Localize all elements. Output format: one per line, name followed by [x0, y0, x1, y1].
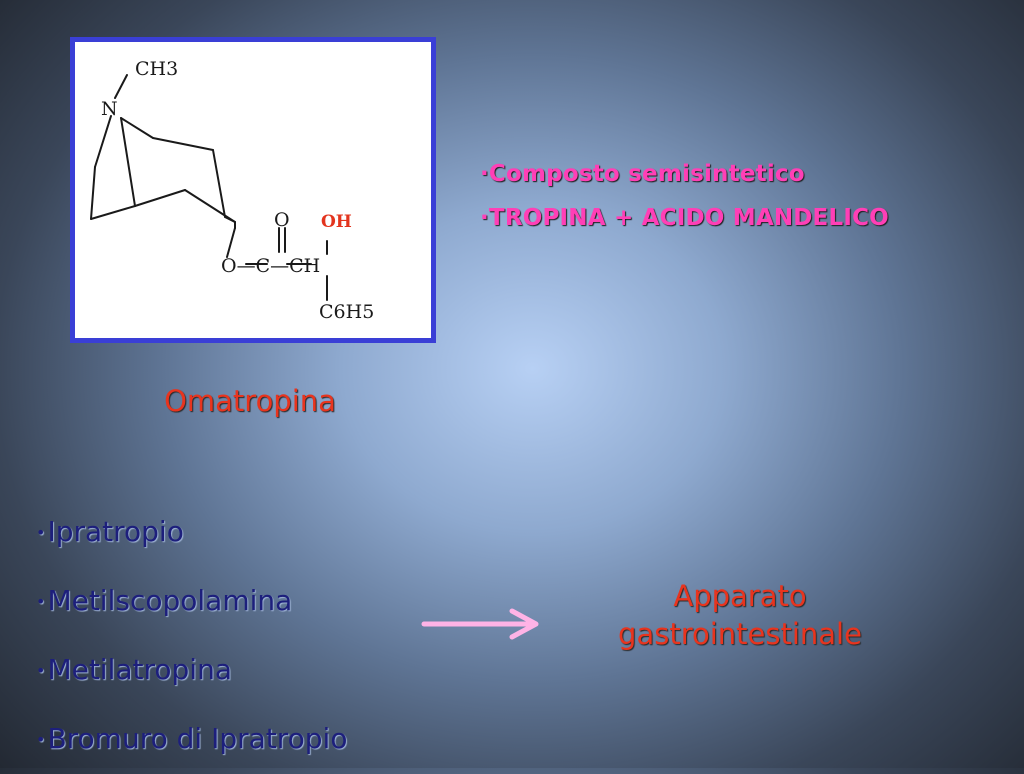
nitrogen-label: N [101, 98, 118, 120]
target-line-2: gastrointestinale [618, 617, 862, 651]
phenyl-label: C6H5 [319, 301, 374, 323]
drug-item: Bromuro di Ipratropio [36, 705, 347, 774]
drug-item: Ipratropio [36, 498, 347, 567]
carbonyl-oxygen-label: O [274, 209, 290, 231]
compound-name: Omatropina [164, 384, 336, 418]
note-composition: ·TROPINA + ACIDO MANDELICO [480, 205, 889, 231]
right-arrow-icon [421, 608, 539, 640]
chemical-structure-drawing: CH3 N O OH O—C—CH C6H5 [90, 58, 374, 323]
note-semisynthetic: ·Composto semisintetico [480, 161, 805, 187]
ch3-label: CH3 [135, 58, 178, 80]
drug-item: Metilscopolamina [36, 567, 347, 636]
drug-item: Metilatropina [36, 636, 347, 705]
target-line-1: Apparato [673, 579, 807, 613]
omatropine-structure-figure: CH3 N O OH O—C—CH C6H5 [70, 37, 436, 343]
ester-chain-label: O—C—CH [221, 255, 320, 277]
compound-notes: ·Composto semisintetico ·TROPINA + ACIDO… [480, 152, 889, 240]
target-organ: Apparato gastrointestinale [580, 577, 900, 653]
hydroxyl-label: OH [321, 212, 352, 232]
drug-list: Ipratropio Metilscopolamina Metilatropin… [36, 498, 347, 774]
